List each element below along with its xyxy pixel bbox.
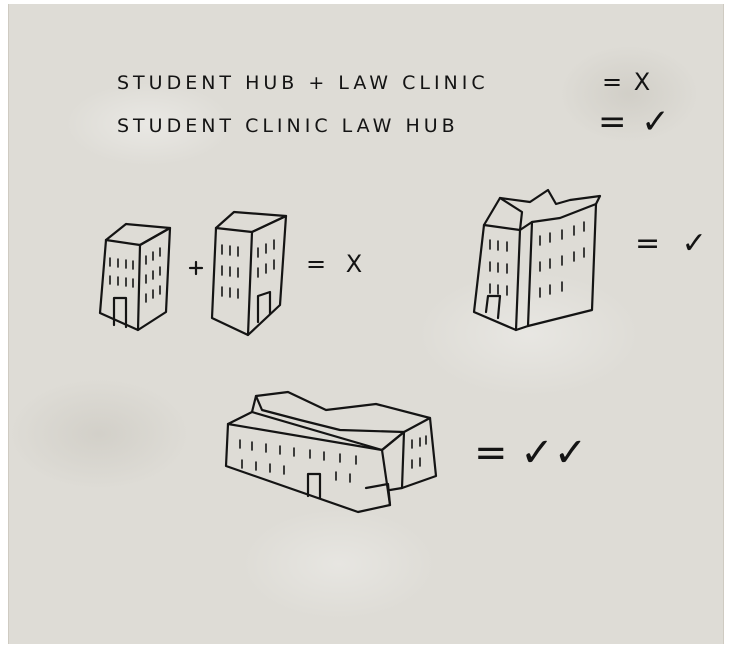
- building-joined-towers: [474, 190, 600, 330]
- building-tower-right: [212, 212, 286, 335]
- plus-sign: [190, 262, 202, 274]
- building-tower-left: [100, 224, 170, 330]
- building-merged-block: [226, 392, 436, 512]
